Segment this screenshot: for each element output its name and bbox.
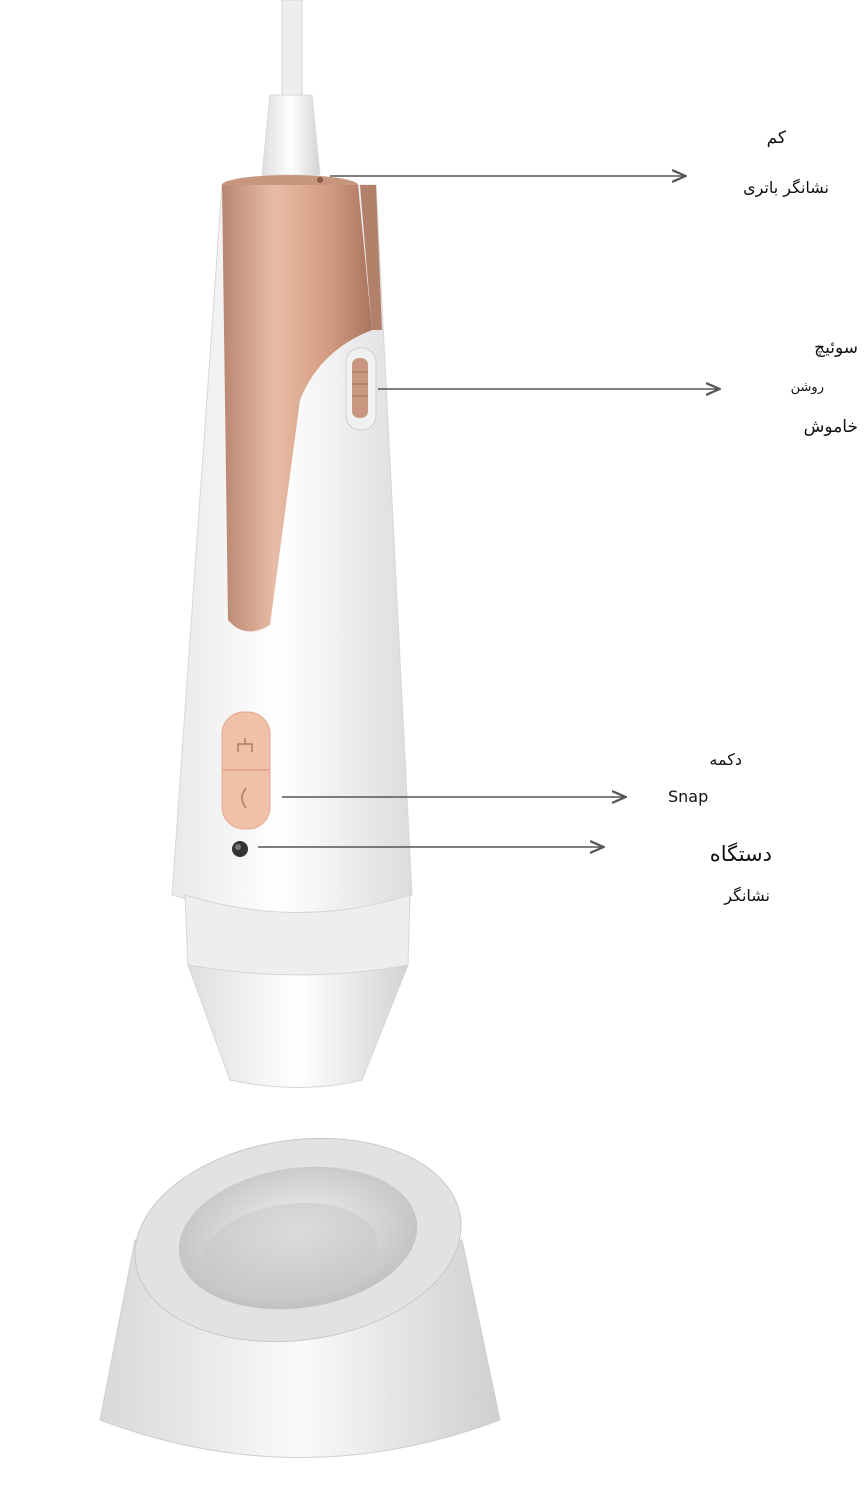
- power-switch: [346, 348, 376, 430]
- snap-label-line1: دکمه: [709, 750, 742, 769]
- switch-label-line2: روشن: [791, 380, 824, 395]
- snap-button: [222, 712, 270, 829]
- handle-body: [172, 175, 412, 913]
- cable: [262, 0, 320, 175]
- battery-label-line1: کم: [767, 128, 786, 148]
- charging-base: [100, 1118, 500, 1457]
- device-indicator-label-line1: دستگاه: [710, 842, 772, 866]
- battery-indicator-light: [317, 177, 323, 183]
- switch-label-line1: سوئیچ: [814, 338, 858, 358]
- battery-label-line2: نشانگر باتری: [743, 178, 829, 197]
- device-indicator-label-line2: نشانگر: [724, 886, 770, 905]
- handle-head: [185, 895, 410, 1088]
- switch-label-line3: خاموش: [804, 417, 858, 437]
- snap-label-line2: Snap: [668, 787, 708, 806]
